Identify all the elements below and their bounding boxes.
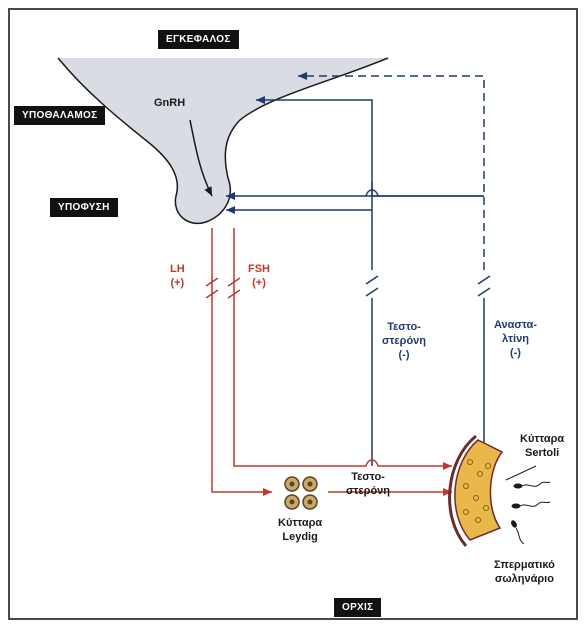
inhibin-label: Αναστα- λτίνη (-) xyxy=(494,318,537,360)
testosterone-hypothalamus-feedback xyxy=(256,100,372,270)
testosterone-local-line1: Τεστο- xyxy=(346,470,390,484)
sertoli-pointer xyxy=(506,466,536,480)
testosterone-local-line2: στερόνη xyxy=(346,484,390,498)
break-mark-testosterone xyxy=(366,276,378,296)
leydig-line1: Κύτταρα xyxy=(278,516,322,530)
leydig-line2: Leydig xyxy=(278,530,322,544)
break-mark-lh-fsh xyxy=(206,278,240,298)
lh-text: LH xyxy=(170,262,185,276)
testosterone-feedback-label: Τεστο- στερόνη (-) xyxy=(382,320,426,362)
brain-label: ΕΓΚΕΦΑΛΟΣ xyxy=(158,30,239,49)
tubule-label: Σπερματικό σωληνάριο xyxy=(494,558,555,586)
gnrh-label: GnRH xyxy=(154,96,185,110)
inhibin-sign: (-) xyxy=(494,346,537,360)
sertoli-label: Κύτταρα Sertoli xyxy=(520,432,564,460)
fsh-text: FSH xyxy=(248,262,270,276)
sertoli-line1: Κύτταρα xyxy=(520,432,564,446)
tubule-line2: σωληνάριο xyxy=(494,572,555,586)
sperm-cells xyxy=(511,482,550,544)
testosterone-local-label: Τεστο- στερόνη xyxy=(346,470,390,498)
inhibin-brain-feedback-dashed xyxy=(298,76,484,270)
testosterone-feedback-line1: Τεστο- xyxy=(382,320,426,334)
testosterone-feedback-line2: στερόνη xyxy=(382,334,426,348)
leydig-cells xyxy=(285,477,317,509)
sertoli-line2: Sertoli xyxy=(520,446,564,460)
pituitary-label: ΥΠΟΦΥΣΗ xyxy=(50,198,118,217)
inhibin-line1: Αναστα- xyxy=(494,318,537,332)
hypothalamus-label: ΥΠΟΘΑΛΑΜΟΣ xyxy=(14,106,105,125)
break-mark-inhibin xyxy=(478,276,490,296)
fsh-sign: (+) xyxy=(248,276,270,290)
fsh-label: FSH (+) xyxy=(248,262,270,290)
lh-label: LH (+) xyxy=(170,262,185,290)
leydig-label: Κύτταρα Leydig xyxy=(278,516,322,544)
testosterone-pituitary-feedback xyxy=(372,182,484,196)
tubule-line1: Σπερματικό xyxy=(494,558,555,572)
testosterone-feedback-sign: (-) xyxy=(382,348,426,362)
inhibin-line2: λτίνη xyxy=(494,332,537,346)
lh-sign: (+) xyxy=(170,276,185,290)
testis-label: ΟΡΧΙΣ xyxy=(334,598,381,617)
